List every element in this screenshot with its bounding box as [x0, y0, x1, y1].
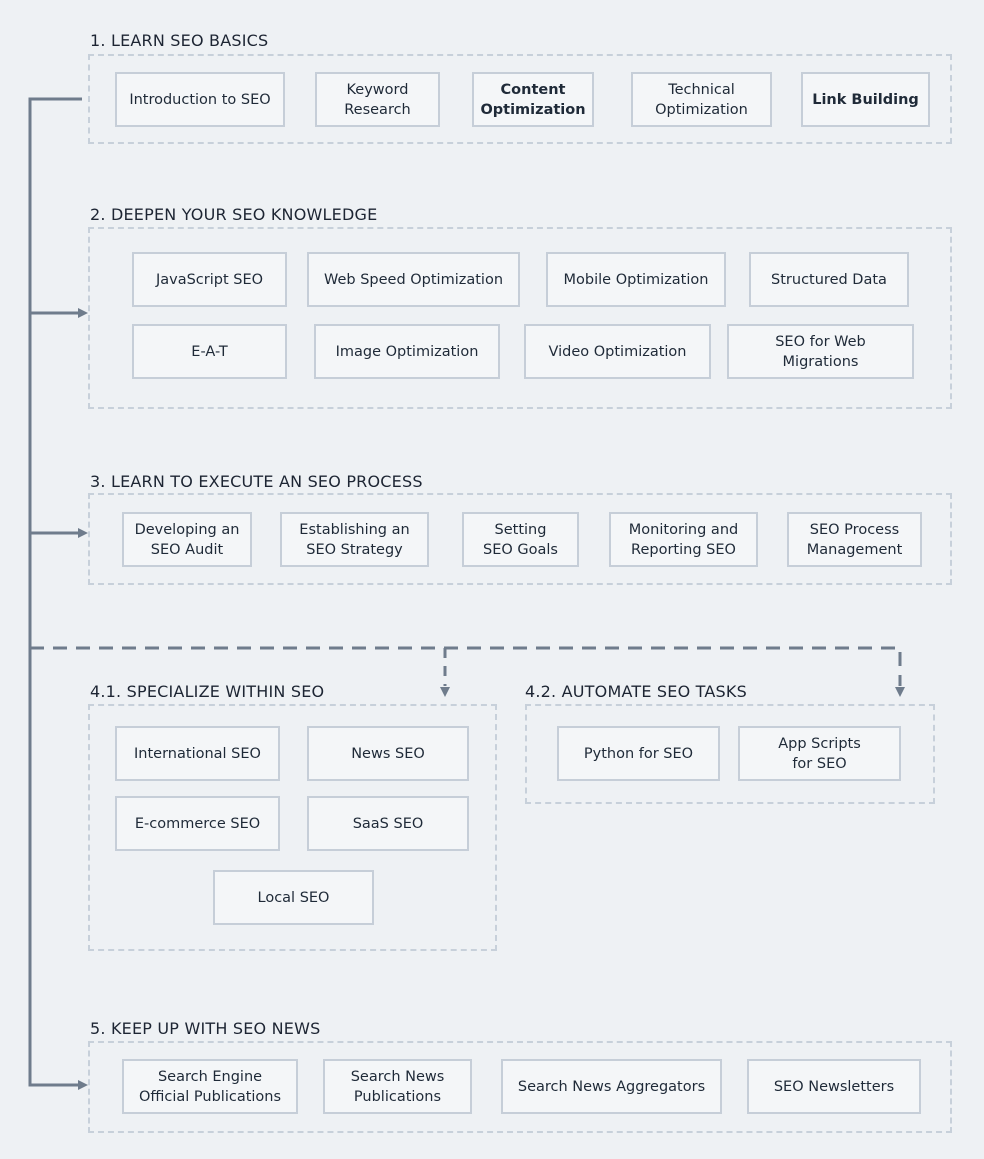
arrow-down-icon — [440, 687, 450, 697]
section1-title: 1. LEARN SEO BASICS — [90, 31, 269, 50]
section2-title: 2. DEEPEN YOUR SEO KNOWLEDGE — [90, 205, 378, 224]
section42-title: 4.2. AUTOMATE SEO TASKS — [525, 682, 747, 701]
step-international-seo[interactable]: International SEO — [115, 726, 280, 781]
step-establishing-seo-strategy[interactable]: Establishing an SEO Strategy — [280, 512, 429, 567]
step-technical-optimization[interactable]: Technical Optimization — [631, 72, 772, 127]
step-javascript-seo[interactable]: JavaScript SEO — [132, 252, 287, 307]
step-structured-data[interactable]: Structured Data — [749, 252, 909, 307]
section2-container — [88, 227, 952, 409]
step-seo-process-management[interactable]: SEO Process Management — [787, 512, 922, 567]
section42-container — [525, 704, 935, 804]
step-e-commerce-seo[interactable]: E-commerce SEO — [115, 796, 280, 851]
step-content-optimization[interactable]: Content Optimization — [472, 72, 594, 127]
section1-container — [88, 54, 952, 144]
step-python-for-seo[interactable]: Python for SEO — [557, 726, 720, 781]
step-link-building[interactable]: Link Building — [801, 72, 930, 127]
step-news-seo[interactable]: News SEO — [307, 726, 469, 781]
step-introduction-to-seo[interactable]: Introduction to SEO — [115, 72, 285, 127]
step-saas-seo[interactable]: SaaS SEO — [307, 796, 469, 851]
section5-title: 5. KEEP UP WITH SEO NEWS — [90, 1019, 321, 1038]
arrow-down-icon — [895, 687, 905, 697]
step-setting-seo-goals[interactable]: Setting SEO Goals — [462, 512, 579, 567]
arrow-right-icon — [78, 308, 88, 318]
step-mobile-optimization[interactable]: Mobile Optimization — [546, 252, 726, 307]
arrow-right-icon — [78, 1080, 88, 1090]
step-monitoring-reporting-seo[interactable]: Monitoring and Reporting SEO — [609, 512, 758, 567]
section41-container — [88, 704, 497, 951]
step-keyword-research[interactable]: Keyword Research — [315, 72, 440, 127]
arrow-right-icon — [78, 528, 88, 538]
step-developing-seo-audit[interactable]: Developing an SEO Audit — [122, 512, 252, 567]
step-image-optimization[interactable]: Image Optimization — [314, 324, 500, 379]
step-seo-newsletters[interactable]: SEO Newsletters — [747, 1059, 921, 1114]
section5-container — [88, 1041, 952, 1133]
step-web-speed-optimization[interactable]: Web Speed Optimization — [307, 252, 520, 307]
section3-container — [88, 493, 952, 585]
step-app-scripts-for-seo[interactable]: App Scripts for SEO — [738, 726, 901, 781]
section3-title: 3. LEARN TO EXECUTE AN SEO PROCESS — [90, 472, 423, 491]
connector-section4-branch — [30, 646, 902, 686]
step-video-optimization[interactable]: Video Optimization — [524, 324, 711, 379]
step-local-seo[interactable]: Local SEO — [213, 870, 374, 925]
section41-title: 4.1. SPECIALIZE WITHIN SEO — [90, 682, 325, 701]
step-seo-for-web-migrations[interactable]: SEO for Web Migrations — [727, 324, 914, 379]
step-search-news-publications[interactable]: Search News Publications — [323, 1059, 472, 1114]
step-search-news-aggregators[interactable]: Search News Aggregators — [501, 1059, 722, 1114]
spine-line — [28, 97, 82, 1087]
step-e-a-t[interactable]: E-A-T — [132, 324, 287, 379]
step-search-engine-official-publications[interactable]: Search Engine Official Publications — [122, 1059, 298, 1114]
